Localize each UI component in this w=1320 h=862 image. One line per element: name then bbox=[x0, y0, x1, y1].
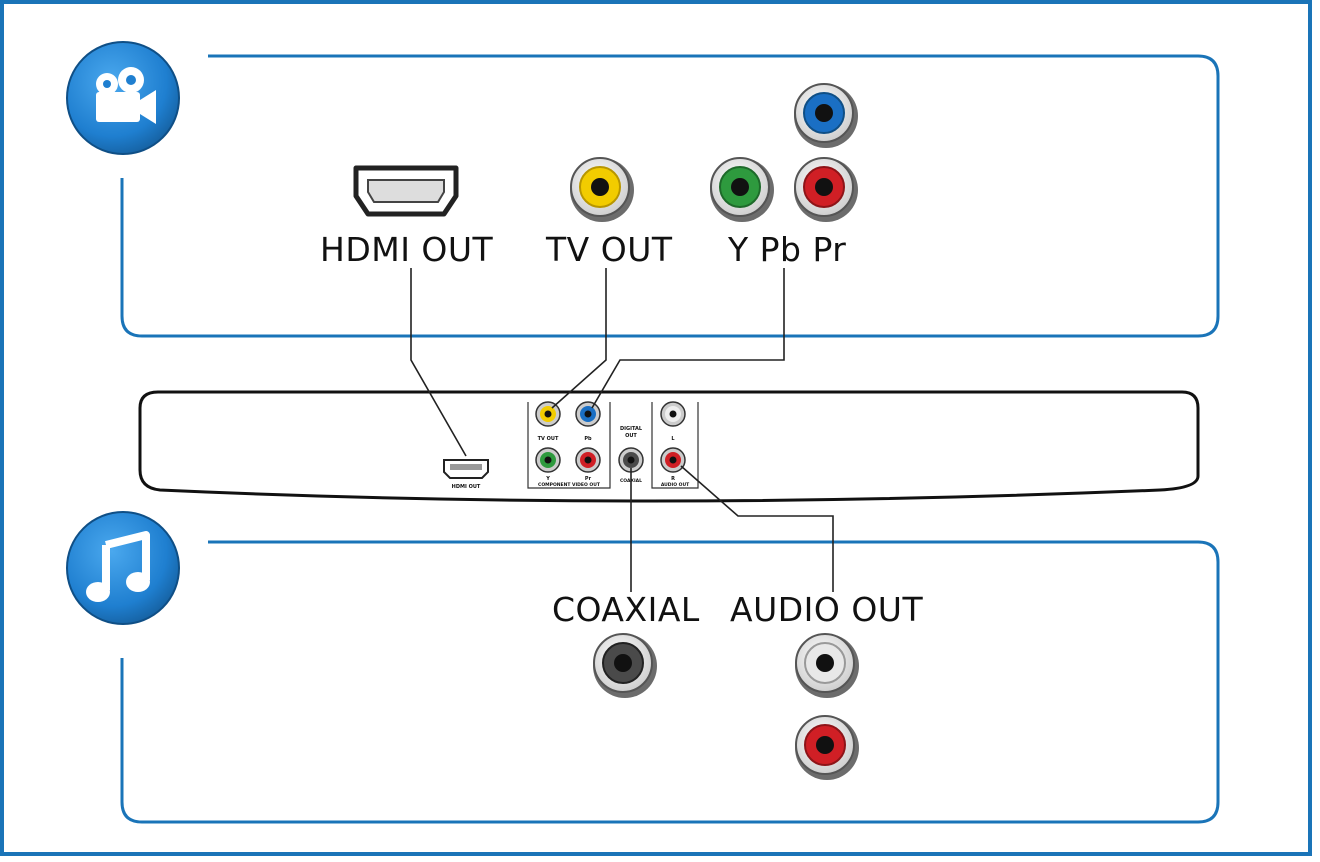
label-hdmi-out: HDMI OUT bbox=[320, 230, 494, 269]
panel-video-bracket bbox=[527, 402, 611, 489]
device-rear-panel bbox=[138, 390, 1200, 503]
panel-l-label: L bbox=[671, 436, 675, 442]
label-ypbpr: Y Pb Pr bbox=[728, 230, 847, 269]
panel-audio-bracket bbox=[651, 402, 699, 489]
jack-coaxial-black bbox=[593, 633, 657, 698]
panel-pr-label: Pr bbox=[585, 476, 592, 482]
panel-jack-audio-r bbox=[660, 447, 686, 473]
panel-jack-tv-out bbox=[535, 401, 561, 427]
panel-hdmi-label: HDMI OUT bbox=[452, 484, 481, 490]
label-coaxial: COAXIAL bbox=[552, 590, 700, 629]
video-section-box bbox=[120, 54, 1220, 338]
panel-component-label: COMPONENT VIDEO OUT bbox=[538, 482, 601, 488]
panel-digital-label: DIGITAL bbox=[620, 426, 643, 432]
audio-section-box bbox=[120, 540, 1220, 824]
label-audio-out: AUDIO OUT bbox=[730, 590, 924, 629]
panel-digital-out-label: OUT bbox=[625, 433, 637, 439]
leader-ypbpr bbox=[591, 268, 785, 409]
jack-audio-l-white bbox=[795, 633, 859, 698]
hdmi-port-icon bbox=[353, 165, 459, 217]
panel-y-label: Y bbox=[545, 476, 550, 482]
leader-hdmi bbox=[410, 268, 467, 457]
leader-audio-out bbox=[680, 465, 834, 592]
panel-tv-out-label: TV OUT bbox=[538, 436, 559, 442]
panel-jack-y bbox=[535, 447, 561, 473]
jack-audio-r-red bbox=[795, 715, 859, 780]
jack-pr-red bbox=[794, 157, 858, 222]
panel-jack-pb bbox=[575, 401, 601, 427]
movie-camera-icon bbox=[66, 41, 180, 155]
panel-jack-audio-l bbox=[660, 401, 686, 427]
jack-pb-blue bbox=[794, 83, 858, 148]
leader-tv-out bbox=[551, 268, 607, 409]
music-note-icon bbox=[66, 511, 180, 625]
panel-jack-pr bbox=[575, 447, 601, 473]
jack-tv-out-yellow bbox=[570, 157, 634, 222]
panel-hdmi-port bbox=[443, 459, 489, 479]
panel-r-label: R bbox=[671, 476, 675, 482]
label-tv-out: TV OUT bbox=[546, 230, 673, 269]
panel-pb-label: Pb bbox=[584, 436, 592, 442]
jack-y-green bbox=[710, 157, 774, 222]
panel-audio-out-label: AUDIO OUT bbox=[661, 482, 690, 488]
